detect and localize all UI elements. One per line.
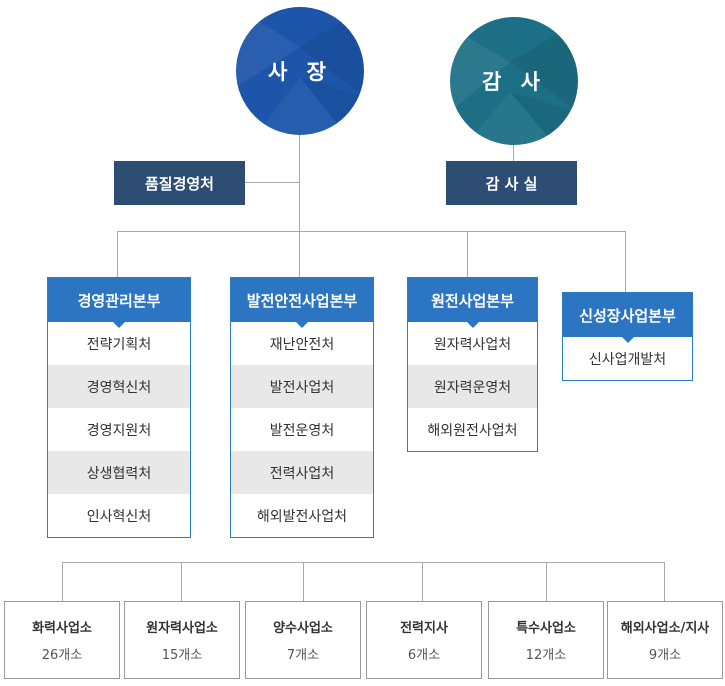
site-name: 해외사업소/지사 xyxy=(620,621,710,636)
site-box: 양수사업소 7개소 xyxy=(245,601,361,679)
division-item: 원자력사업처 xyxy=(433,336,512,353)
connector-line xyxy=(117,231,118,278)
connector-line xyxy=(181,562,182,602)
connector-line xyxy=(245,182,300,183)
division-item: 인사혁신처 xyxy=(86,508,152,525)
division-item: 신사업개발처 xyxy=(588,351,667,368)
division-nuclear: 원전사업본부 원자력사업처 원자력운영처 해외원전사업처 xyxy=(407,277,538,452)
site-count: 15개소 xyxy=(161,648,203,663)
ceo-circle: 사 장 xyxy=(236,7,364,135)
division-item: 원자력운영처 xyxy=(408,365,537,408)
connector-line xyxy=(422,562,423,602)
division-header: 신성장사업본부 xyxy=(563,293,692,343)
quality-management-office: 품질경영처 xyxy=(114,161,245,205)
connector-line xyxy=(467,231,468,278)
division-item: 해외발전사업처 xyxy=(256,508,348,525)
auditor-label: 감 사 xyxy=(482,70,546,94)
division-item: 해외원전사업처 xyxy=(427,422,518,439)
division-item: 발전운영처 xyxy=(269,422,335,439)
division-new-growth: 신성장사업본부 신사업개발처 xyxy=(562,292,693,381)
site-count: 7개소 xyxy=(286,648,320,663)
site-name: 전력지사 xyxy=(400,621,448,636)
connector-line xyxy=(664,562,665,602)
connector-line xyxy=(299,133,300,278)
site-count: 9개소 xyxy=(648,648,682,663)
division-item: 전력사업처 xyxy=(231,451,373,494)
division-header: 원전사업본부 xyxy=(408,278,537,328)
division-item: 발전사업처 xyxy=(231,365,373,408)
auditor-circle: 감 사 xyxy=(450,17,578,145)
division-management: 경영관리본부 전략기획처 경영혁신처 경영지원처 상생협력처 인사혁신처 xyxy=(47,277,191,538)
connector-line xyxy=(513,144,514,162)
connector-line xyxy=(62,562,63,602)
circle-pattern xyxy=(236,7,364,135)
division-item: 경영혁신처 xyxy=(48,365,190,408)
site-box: 해외사업소/지사 9개소 xyxy=(607,601,723,679)
quality-office-label: 품질경영처 xyxy=(144,174,214,193)
site-box: 화력사업소 26개소 xyxy=(4,601,120,679)
division-header: 경영관리본부 xyxy=(48,278,190,328)
audit-office: 감 사 실 xyxy=(446,161,577,205)
site-count: 12개소 xyxy=(525,648,567,663)
site-name: 원자력사업소 xyxy=(146,621,218,636)
site-box: 원자력사업소 15개소 xyxy=(124,601,240,679)
division-power-safety: 발전안전사업본부 재난안전처 발전사업처 발전운영처 전력사업처 해외발전사업처 xyxy=(230,277,374,538)
site-name: 특수사업소 xyxy=(516,621,576,636)
site-count: 6개소 xyxy=(407,648,441,663)
circle-pattern xyxy=(450,22,578,145)
division-item: 재난안전처 xyxy=(269,336,335,353)
division-item: 상생협력처 xyxy=(48,451,190,494)
connector-line xyxy=(62,562,664,563)
site-box: 전력지사 6개소 xyxy=(366,601,482,679)
connector-line xyxy=(625,231,626,293)
division-item: 경영지원처 xyxy=(86,422,152,439)
division-header: 발전안전사업본부 xyxy=(231,278,373,328)
connector-line xyxy=(303,562,304,602)
ceo-label: 사 장 xyxy=(268,60,332,84)
site-box: 특수사업소 12개소 xyxy=(488,601,604,679)
connector-line xyxy=(117,231,626,232)
site-name: 양수사업소 xyxy=(273,621,333,636)
division-item: 전략기획처 xyxy=(86,336,152,353)
audit-office-label: 감 사 실 xyxy=(485,174,538,193)
site-name: 화력사업소 xyxy=(32,621,92,636)
site-count: 26개소 xyxy=(41,648,83,663)
connector-line xyxy=(546,562,547,602)
